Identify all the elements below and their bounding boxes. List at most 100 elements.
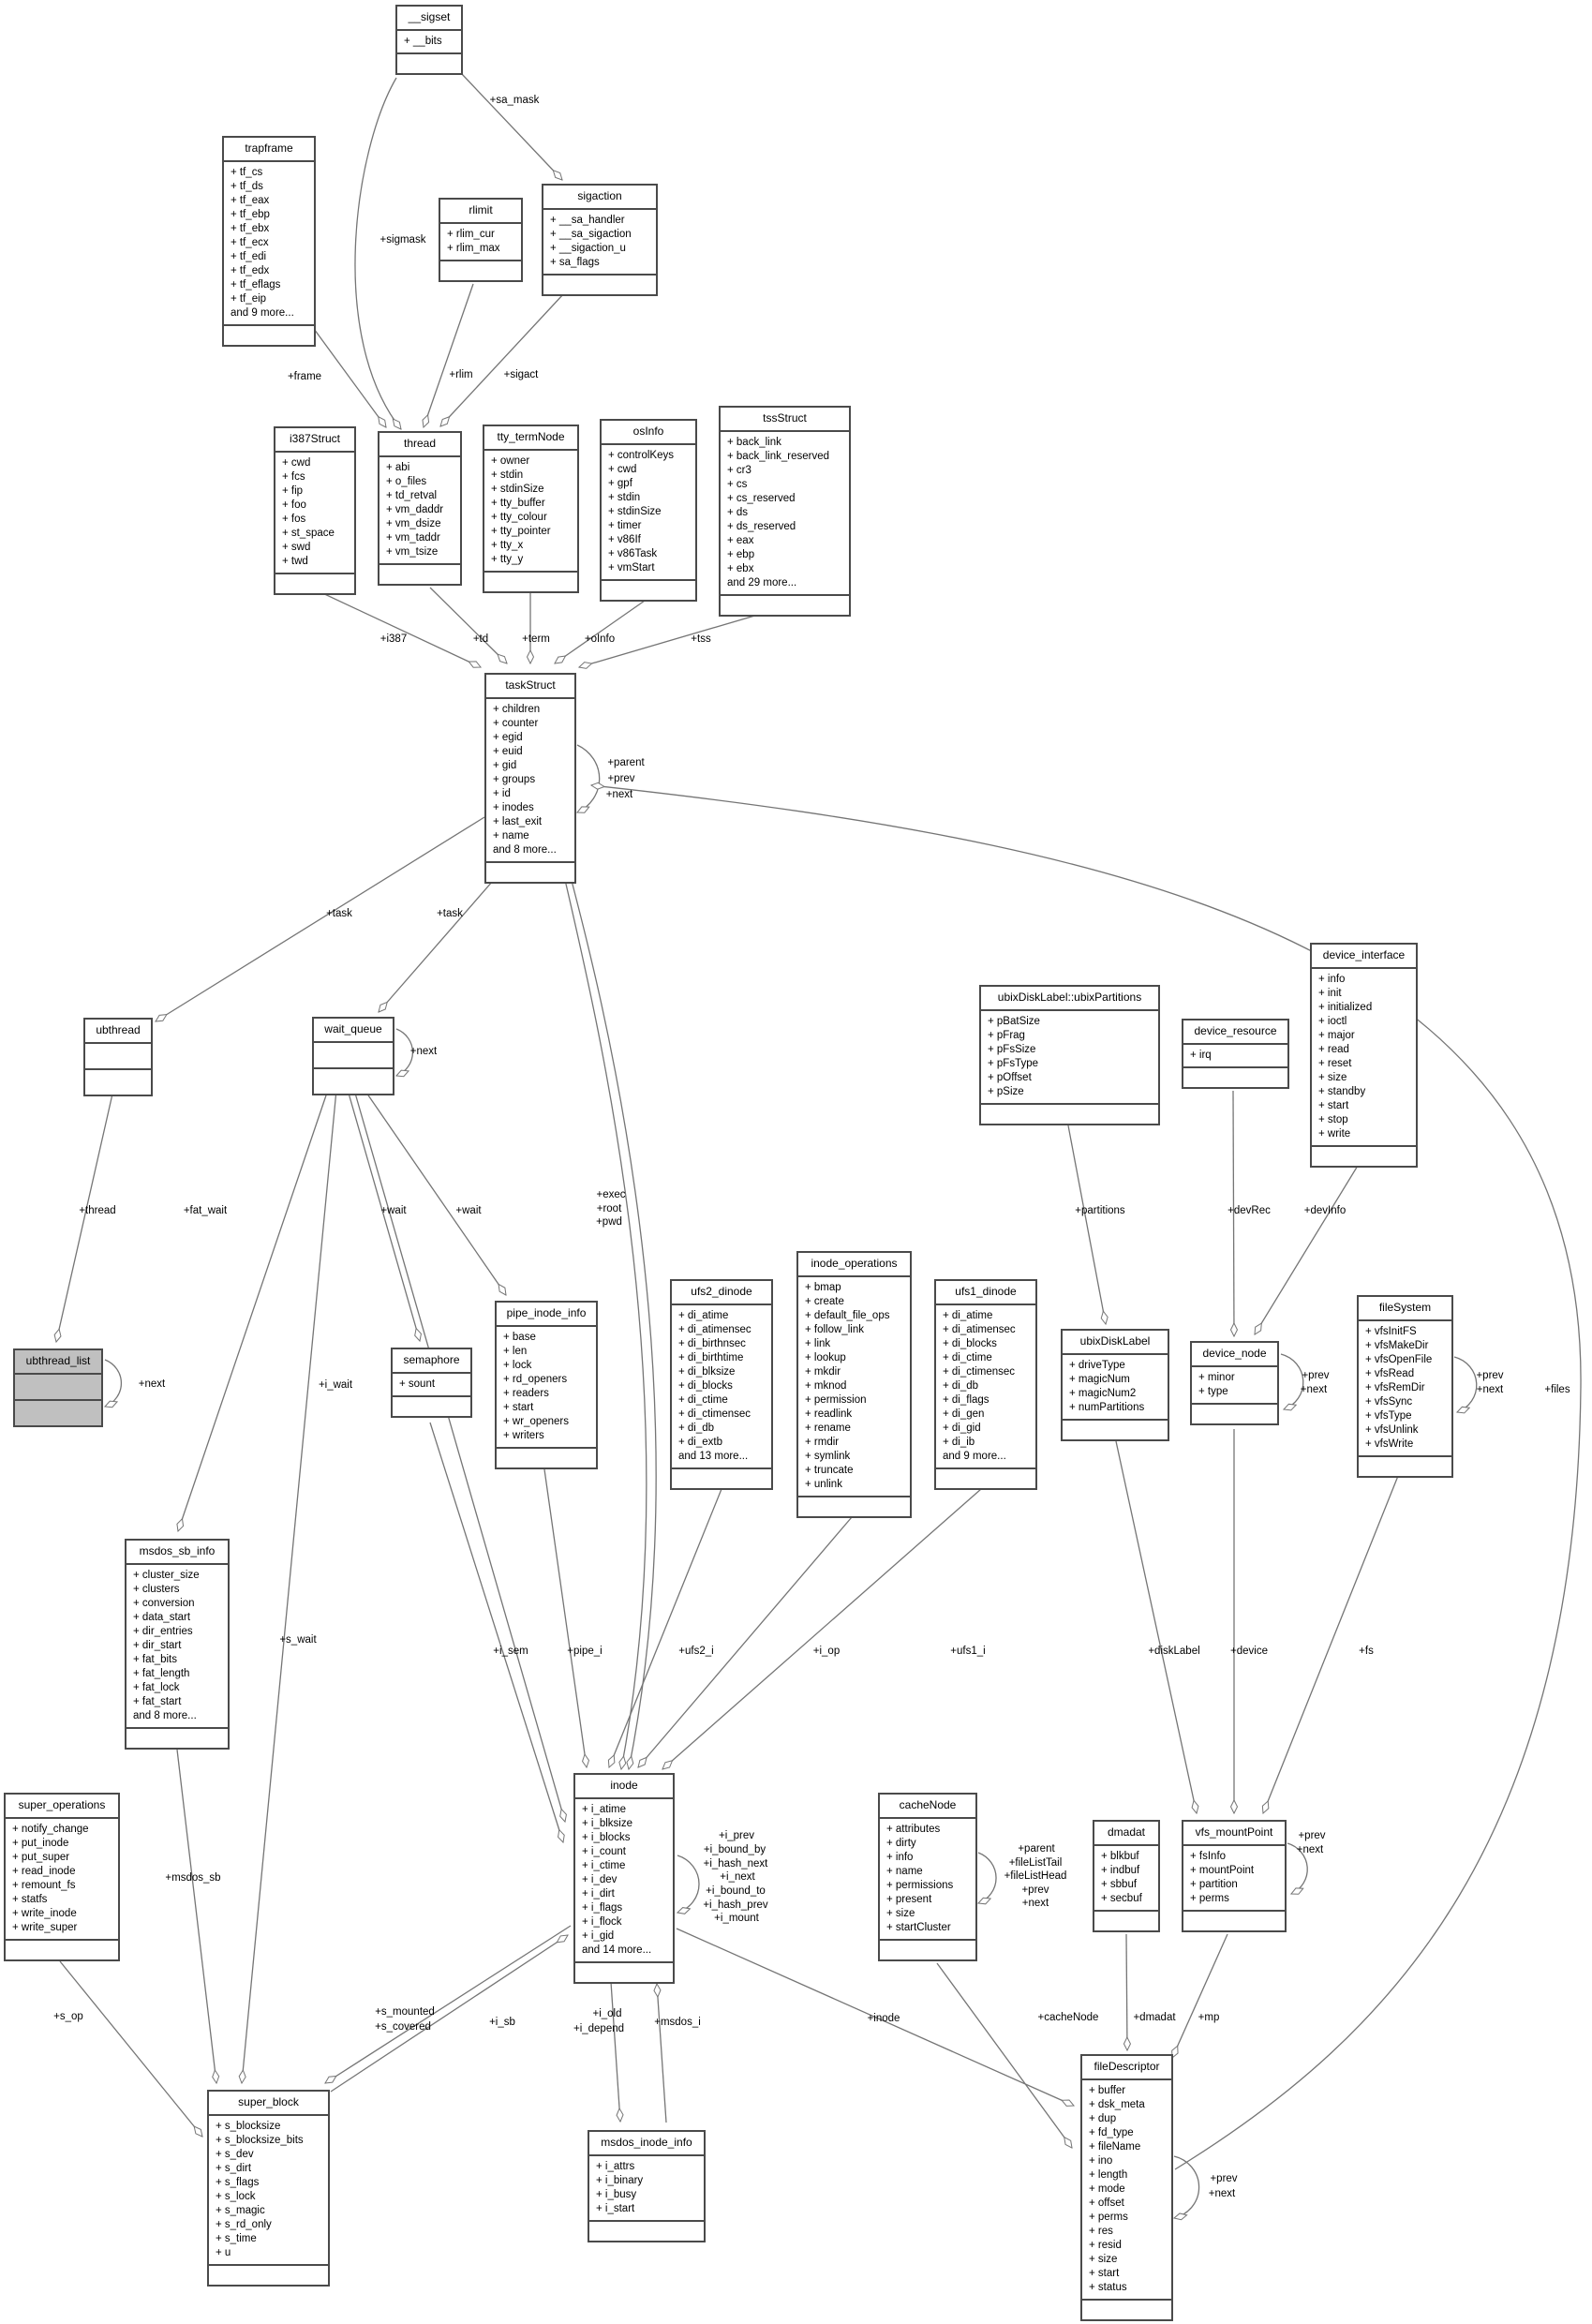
edge-ubixDiskLabel-to-ubixPartitions (1067, 1125, 1106, 1324)
edge-label: +next (138, 1378, 166, 1390)
edge-thread-to-sigaction (440, 292, 565, 426)
edge-label: +msdos_i (654, 2017, 701, 2028)
attribute: + i_busy (596, 2189, 637, 2200)
attribute: + fileName (1089, 2141, 1141, 2153)
class-attributes: + __bits (397, 31, 461, 54)
class-attributes (85, 1044, 151, 1070)
class-box-pipe_inode_info[interactable]: pipe_inode_info+ base+ len+ lock+ rd_ope… (495, 1301, 598, 1469)
class-name: semaphore (393, 1349, 470, 1374)
attribute: + foo (282, 499, 306, 511)
attribute: + dir_entries (133, 1626, 193, 1637)
edge-label: +i_sem (493, 1646, 528, 1657)
class-box-ubixPartitions[interactable]: ubixDiskLabel::ubixPartitions+ pBatSize+… (979, 985, 1160, 1125)
class-box-__sigset[interactable]: __sigset+ __bits (395, 5, 463, 75)
class-box-osInfo[interactable]: osInfo+ controlKeys+ cwd+ gpf+ stdin+ st… (600, 419, 697, 602)
class-box-super_operations[interactable]: super_operations+ notify_change+ put_ino… (4, 1793, 120, 1961)
class-box-sigaction[interactable]: sigaction+ __sa_handler+ __sa_sigaction+… (542, 184, 658, 296)
edge-label: +next (409, 1046, 438, 1057)
attribute: + s_time (216, 2233, 257, 2244)
class-box-ubthread[interactable]: ubthread (83, 1018, 153, 1096)
edge-label: +frame (287, 371, 322, 382)
edge-thread-to-__sigset (354, 77, 401, 429)
attribute: + v86Task (608, 548, 658, 559)
edge-inode-self (677, 1855, 700, 1913)
edge-label: +sa_mask (489, 95, 540, 106)
attribute: + __sa_handler (550, 215, 625, 226)
attribute: + tty_pointer (491, 526, 551, 537)
class-box-device_resource[interactable]: device_resource+ irq (1182, 1019, 1289, 1089)
class-box-vfs_mountPoint[interactable]: vfs_mountPoint+ fsInfo+ mountPoint+ part… (1182, 1820, 1287, 1932)
attribute: + pBatSize (988, 1016, 1040, 1027)
class-name: device_resource (1183, 1020, 1287, 1045)
class-box-thread[interactable]: thread+ abi+ o_files+ td_retval+ vm_dadd… (378, 431, 462, 586)
edge-taskStruct-to-i387Struct (318, 590, 481, 667)
attribute: + s_flags (216, 2177, 260, 2188)
class-box-ufs2_dinode[interactable]: ufs2_dinode+ di_atime+ di_atimensec+ di_… (670, 1279, 773, 1490)
class-box-i387Struct[interactable]: i387Struct+ cwd+ fcs+ fip+ foo+ fos+ st_… (274, 426, 356, 595)
class-box-msdos_inode_info[interactable]: msdos_inode_info+ i_attrs+ i_binary+ i_b… (588, 2130, 706, 2242)
class-box-inode_operations[interactable]: inode_operations+ bmap+ create+ default_… (796, 1251, 912, 1518)
class-box-rlimit[interactable]: rlimit+ rlim_cur+ rlim_max (439, 198, 523, 282)
attribute: + di_gen (943, 1408, 985, 1420)
attribute: + size (886, 1908, 915, 1919)
class-box-ubixDiskLabel[interactable]: ubixDiskLabel+ driveType+ magicNum+ magi… (1061, 1329, 1169, 1441)
class-box-device_node[interactable]: device_node+ minor+ type (1190, 1341, 1279, 1425)
attribute: + put_inode (12, 1838, 69, 1849)
edge-label: +wait (380, 1205, 407, 1216)
class-box-inode[interactable]: inode+ i_atime+ i_blksize+ i_blocks+ i_c… (573, 1773, 675, 1984)
class-box-msdos_sb_info[interactable]: msdos_sb_info+ cluster_size+ clusters+ c… (125, 1539, 230, 1750)
class-box-wait_queue[interactable]: wait_queue (312, 1017, 394, 1095)
edge-label: +partitions (1075, 1205, 1125, 1216)
class-box-fileSystem[interactable]: fileSystem+ vfsInitFS+ vfsMakeDir+ vfsOp… (1357, 1295, 1453, 1478)
attribute: + cwd (608, 464, 637, 475)
edge-label: +prev (1476, 1370, 1504, 1381)
edge-super_block-to-wait_queue (242, 1089, 337, 2083)
class-name: __sigset (397, 7, 461, 31)
class-name: taskStruct (486, 675, 574, 699)
class-attributes: + blkbuf+ indbuf+ sbbuf+ secbuf (1094, 1846, 1158, 1912)
attribute: + i_blksize (582, 1818, 633, 1829)
edge-label: +term (522, 633, 550, 645)
class-box-trapframe[interactable]: trapframe+ tf_cs+ tf_ds+ tf_eax+ tf_ebp+… (222, 136, 316, 347)
attribute: + st_space (282, 528, 335, 539)
attribute: + vmStart (608, 562, 655, 574)
class-box-cacheNode[interactable]: cacheNode+ attributes+ dirty+ info+ name… (878, 1793, 977, 1961)
class-box-ubthread_list[interactable]: ubthread_list (13, 1348, 103, 1427)
edge-label: +sigmask (379, 234, 426, 246)
attribute: + vfsRead (1365, 1368, 1415, 1379)
class-attributes: + minor+ type (1192, 1367, 1277, 1405)
attribute: + vfsWrite (1365, 1438, 1414, 1450)
attribute: + di_atimensec (943, 1324, 1016, 1335)
attribute: + mkdir (805, 1366, 841, 1378)
edge-inode-to-ufs2_dinode (609, 1488, 722, 1767)
edge-label: +exec (596, 1189, 626, 1200)
class-box-tty_termNode[interactable]: tty_termNode+ owner+ stdin+ stdinSize+ t… (483, 425, 579, 593)
class-box-super_block[interactable]: super_block+ s_blocksize+ s_blocksize_bi… (207, 2090, 330, 2287)
class-box-fileDescriptor[interactable]: fileDescriptor+ buffer+ dsk_meta+ dup+ f… (1080, 2054, 1173, 2321)
class-box-semaphore[interactable]: semaphore+ sount (391, 1348, 472, 1418)
class-name: ubixDiskLabel (1063, 1331, 1168, 1355)
attribute: + unlink (805, 1479, 842, 1490)
class-operations (497, 1449, 596, 1467)
class-attributes: + bmap+ create+ default_file_ops+ follow… (798, 1277, 910, 1497)
class-name: wait_queue (314, 1019, 393, 1043)
class-box-device_interface[interactable]: device_interface+ info+ init+ initialize… (1310, 943, 1418, 1168)
attribute: + tf_ebp (231, 209, 270, 220)
edge-label: +next (1296, 1844, 1324, 1855)
class-box-dmadat[interactable]: dmadat+ blkbuf+ indbuf+ sbbuf+ secbuf (1093, 1820, 1160, 1932)
edge-label: +oInfo (584, 633, 616, 645)
class-attributes: + pBatSize+ pFrag+ pFsSize+ pFsType+ pOf… (981, 1011, 1158, 1105)
attribute: + dirty (886, 1838, 916, 1849)
class-box-ufs1_dinode[interactable]: ufs1_dinode+ di_atime+ di_atimensec+ di_… (934, 1279, 1037, 1490)
attribute: + dir_start (133, 1640, 182, 1651)
class-box-taskStruct[interactable]: taskStruct+ children+ counter+ egid+ eui… (484, 673, 576, 884)
edge-msdos_inode_info-to-inode (610, 1981, 620, 2122)
attribute: + fip (282, 485, 304, 497)
attribute: + vfsOpenFile (1365, 1354, 1433, 1365)
class-box-tssStruct[interactable]: tssStruct+ back_link+ back_link_reserved… (719, 406, 851, 617)
edge-label: +dmadat (1133, 2012, 1176, 2023)
edge-label: +parent (607, 757, 645, 768)
attribute: + tf_cs (231, 167, 263, 178)
attribute: + di_ctimensec (943, 1366, 1016, 1378)
class-name: dmadat (1094, 1822, 1158, 1846)
